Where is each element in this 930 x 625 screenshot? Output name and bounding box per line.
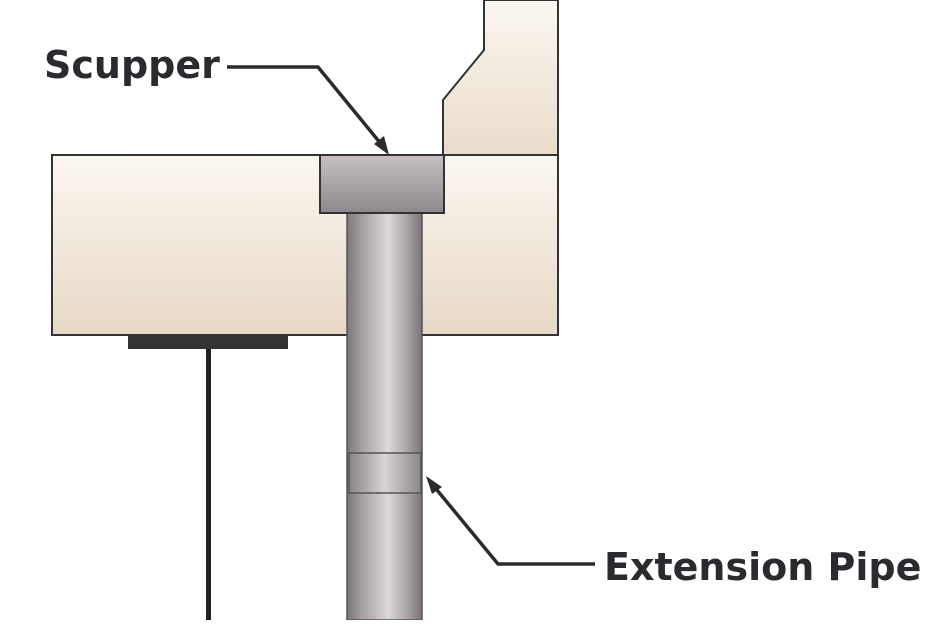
extension-pipe-body xyxy=(346,211,423,621)
extension-pipe-arrowhead xyxy=(426,476,442,494)
extension-pipe-label: Extension Pipe xyxy=(604,545,921,589)
scupper-arrowhead xyxy=(374,136,389,155)
extension-pipe-leader-line xyxy=(430,482,595,566)
scupper-box xyxy=(319,154,445,214)
support-plate xyxy=(128,336,288,349)
pipe-coupling xyxy=(348,452,422,494)
scupper-leader-line xyxy=(227,65,388,152)
roof-slab xyxy=(51,154,559,336)
scupper-label: Scupper xyxy=(44,43,220,87)
parapet-wall xyxy=(442,0,559,156)
support-rod xyxy=(206,349,211,620)
